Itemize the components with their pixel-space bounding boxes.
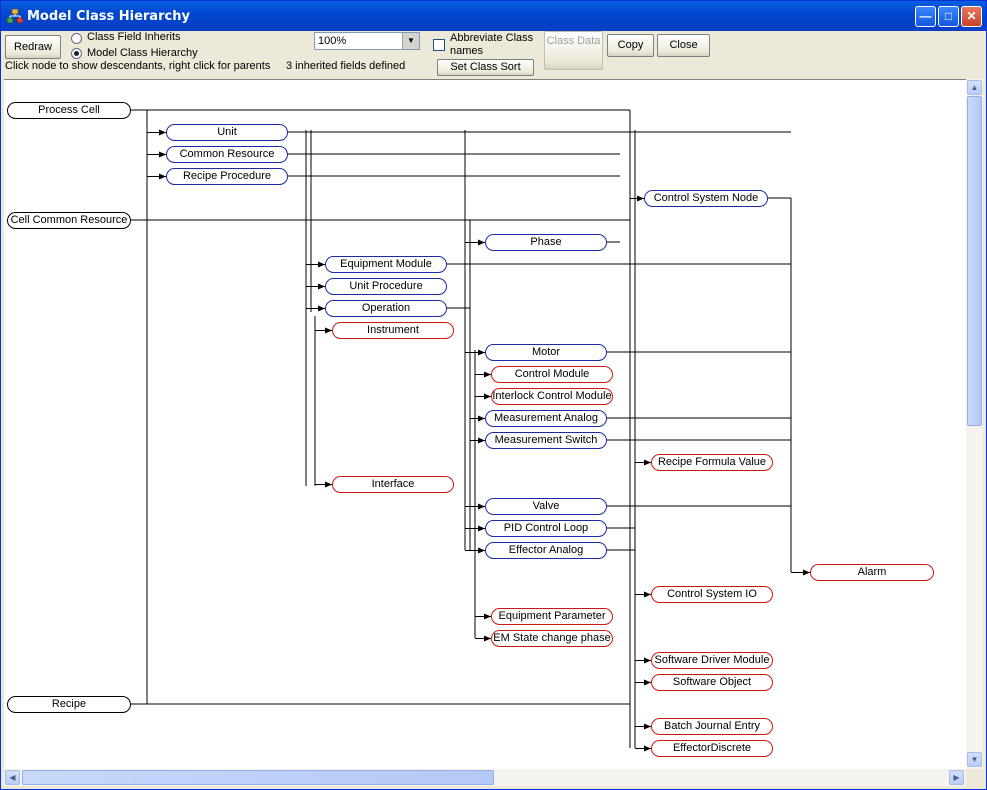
scroll-right-button[interactable]: ▶ <box>949 770 964 785</box>
node-motor[interactable]: Motor <box>485 344 607 361</box>
zoom-select[interactable]: 100% ▼ <box>314 32 420 50</box>
radio-model-class-hierarchy[interactable] <box>71 48 82 59</box>
scroll-left-button[interactable]: ◀ <box>5 770 20 785</box>
radio-model-class-hierarchy-label[interactable]: Model Class Hierarchy <box>87 47 198 59</box>
hint-text: Click node to show descendants, right cl… <box>5 60 271 72</box>
node-measurement-analog[interactable]: Measurement Analog <box>485 410 607 427</box>
node-recipe[interactable]: Recipe <box>7 696 131 713</box>
window-title: Model Class Hierarchy <box>27 9 190 24</box>
close-button[interactable]: Close <box>657 34 710 57</box>
node-effector-analog[interactable]: Effector Analog <box>485 542 607 559</box>
zoom-value: 100% <box>318 35 347 47</box>
chevron-down-icon[interactable]: ▼ <box>402 33 419 49</box>
redraw-button[interactable]: Redraw <box>5 35 61 59</box>
chevron-left-icon: ◀ <box>9 773 16 782</box>
connector-lines <box>131 109 810 752</box>
radio-class-field-inherits-label[interactable]: Class Field Inherits <box>87 31 181 43</box>
close-icon: ✕ <box>966 9 977 23</box>
node-common-resource[interactable]: Common Resource <box>166 146 288 163</box>
node-em-state-change-phase[interactable]: EM State change phase <box>491 630 613 647</box>
horizontal-scroll-thumb[interactable] <box>22 770 494 785</box>
node-process-cell[interactable]: Process Cell <box>7 102 131 119</box>
node-measurement-switch[interactable]: Measurement Switch <box>485 432 607 449</box>
chevron-down-icon: ▼ <box>970 755 979 764</box>
node-recipe-procedure[interactable]: Recipe Procedure <box>166 168 288 185</box>
node-interface[interactable]: Interface <box>332 476 454 493</box>
node-valve[interactable]: Valve <box>485 498 607 515</box>
node-control-system-io[interactable]: Control System IO <box>651 586 773 603</box>
maximize-icon: □ <box>944 9 953 23</box>
inherited-fields-info: 3 inherited fields defined <box>286 60 406 72</box>
radio-class-field-inherits[interactable] <box>71 33 82 44</box>
abbreviate-checkbox[interactable] <box>433 39 445 51</box>
node-phase[interactable]: Phase <box>485 234 607 251</box>
node-software-driver-module[interactable]: Software Driver Module <box>651 652 773 669</box>
node-instrument[interactable]: Instrument <box>332 322 454 339</box>
node-alarm[interactable]: Alarm <box>810 564 934 581</box>
horizontal-scrollbar[interactable]: ◀ ▶ <box>4 769 966 786</box>
vertical-scroll-thumb[interactable] <box>967 96 982 426</box>
set-class-sort-button[interactable]: Set Class Sort <box>437 59 534 76</box>
node-recipe-formula-value[interactable]: Recipe Formula Value <box>651 454 773 471</box>
node-batch-journal-entry[interactable]: Batch Journal Entry <box>651 718 773 735</box>
node-software-object[interactable]: Software Object <box>651 674 773 691</box>
minimize-icon: — <box>919 9 932 23</box>
node-cell-common-resource[interactable]: Cell Common Resource <box>7 212 131 229</box>
vertical-scrollbar[interactable]: ▲ ▼ <box>966 79 983 769</box>
title-bar[interactable]: Model Class Hierarchy — □ ✕ <box>1 1 986 31</box>
minimize-button[interactable]: — <box>915 6 936 27</box>
node-unit-procedure[interactable]: Unit Procedure <box>325 278 447 295</box>
node-equipment-module[interactable]: Equipment Module <box>325 256 447 273</box>
toolbar: Redraw Class Field Inherits Model Class … <box>1 31 986 79</box>
copy-button[interactable]: Copy <box>607 34 654 57</box>
size-grip[interactable] <box>966 769 983 786</box>
node-operation[interactable]: Operation <box>325 300 447 317</box>
chevron-up-icon: ▲ <box>970 83 979 92</box>
node-interlock-control-module[interactable]: Interlock Control Module <box>491 388 613 405</box>
chevron-right-icon: ▶ <box>953 773 960 782</box>
node-effector-discrete[interactable]: EffectorDiscrete <box>651 740 773 757</box>
node-control-system-node[interactable]: Control System Node <box>644 190 768 207</box>
node-control-module[interactable]: Control Module <box>491 366 613 383</box>
node-pid-control-loop[interactable]: PID Control Loop <box>485 520 607 537</box>
class-data-button[interactable]: Class Data <box>544 31 603 70</box>
close-window-button[interactable]: ✕ <box>961 6 982 27</box>
hierarchy-app-icon <box>7 9 23 23</box>
maximize-button[interactable]: □ <box>938 6 959 27</box>
scroll-down-button[interactable]: ▼ <box>967 752 982 767</box>
node-equipment-parameter[interactable]: Equipment Parameter <box>491 608 613 625</box>
node-unit[interactable]: Unit <box>166 124 288 141</box>
abbreviate-label[interactable]: Abbreviate Class names <box>450 32 534 57</box>
scroll-up-button[interactable]: ▲ <box>967 80 982 95</box>
